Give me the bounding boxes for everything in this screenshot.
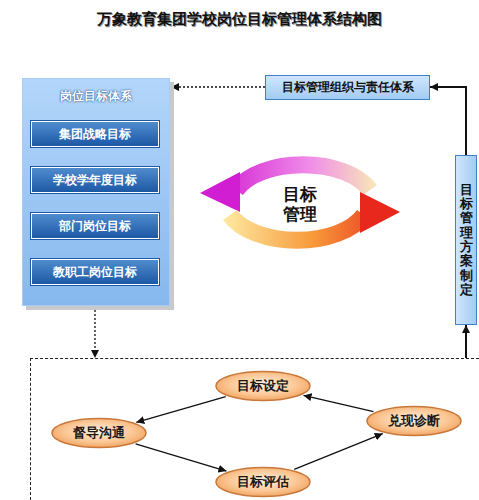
organization-box: 目标管理组织与责任体系 [265,75,430,100]
target-box: 教职工岗位目标 [31,259,159,285]
connector-arrow [136,444,227,471]
target-box: 学校学年度目标 [31,167,159,193]
node-label: 学校学年度目标 [53,172,137,189]
node-label: 集团战略目标 [59,126,131,143]
process-ellipse: 目标设定 [215,371,311,401]
cycle-label: 目标 管理 [280,184,320,225]
target-system-panel: 岗位目标体系集团战略目标学校学年度目标部门岗位目标教职工岗位目标 [22,78,170,306]
node-label: 目标设定 [237,377,289,395]
node-label: 督导沟通 [73,424,125,442]
connector-arrow [304,395,374,411]
node-label: 兑现诊断 [388,412,440,430]
connector-arrow [430,87,466,155]
node-label: 目标管理组织与责任体系 [282,79,414,96]
node-label: 目标管理方案制定 [460,183,473,297]
diagram-title: 万象教育集团学校岗位目标管理体系结构图 [0,10,479,29]
plan-box: 目标管理方案制定 [455,155,477,325]
cycle-arrowhead [200,172,240,212]
connector-arrow [136,397,225,423]
connector-arrow [94,306,95,358]
node-label: 部门岗位目标 [59,218,131,235]
panel-heading: 岗位目标体系 [23,79,169,105]
node-label: 教职工岗位目标 [53,264,137,281]
process-ellipse: 督导沟通 [51,418,147,448]
target-box: 集团战略目标 [31,121,159,147]
node-label: 目标评估 [237,473,289,491]
connector-arrow [294,434,383,470]
cycle-arrowhead [360,192,400,233]
process-ellipse: 目标评估 [215,467,311,497]
target-box: 部门岗位目标 [31,213,159,239]
process-ellipse: 兑现诊断 [366,406,462,436]
connector-arrow [465,325,467,358]
connector-arrow [171,86,265,87]
cycle-region: 目标设定督导沟通 兑现诊断目标评估 [30,358,479,500]
